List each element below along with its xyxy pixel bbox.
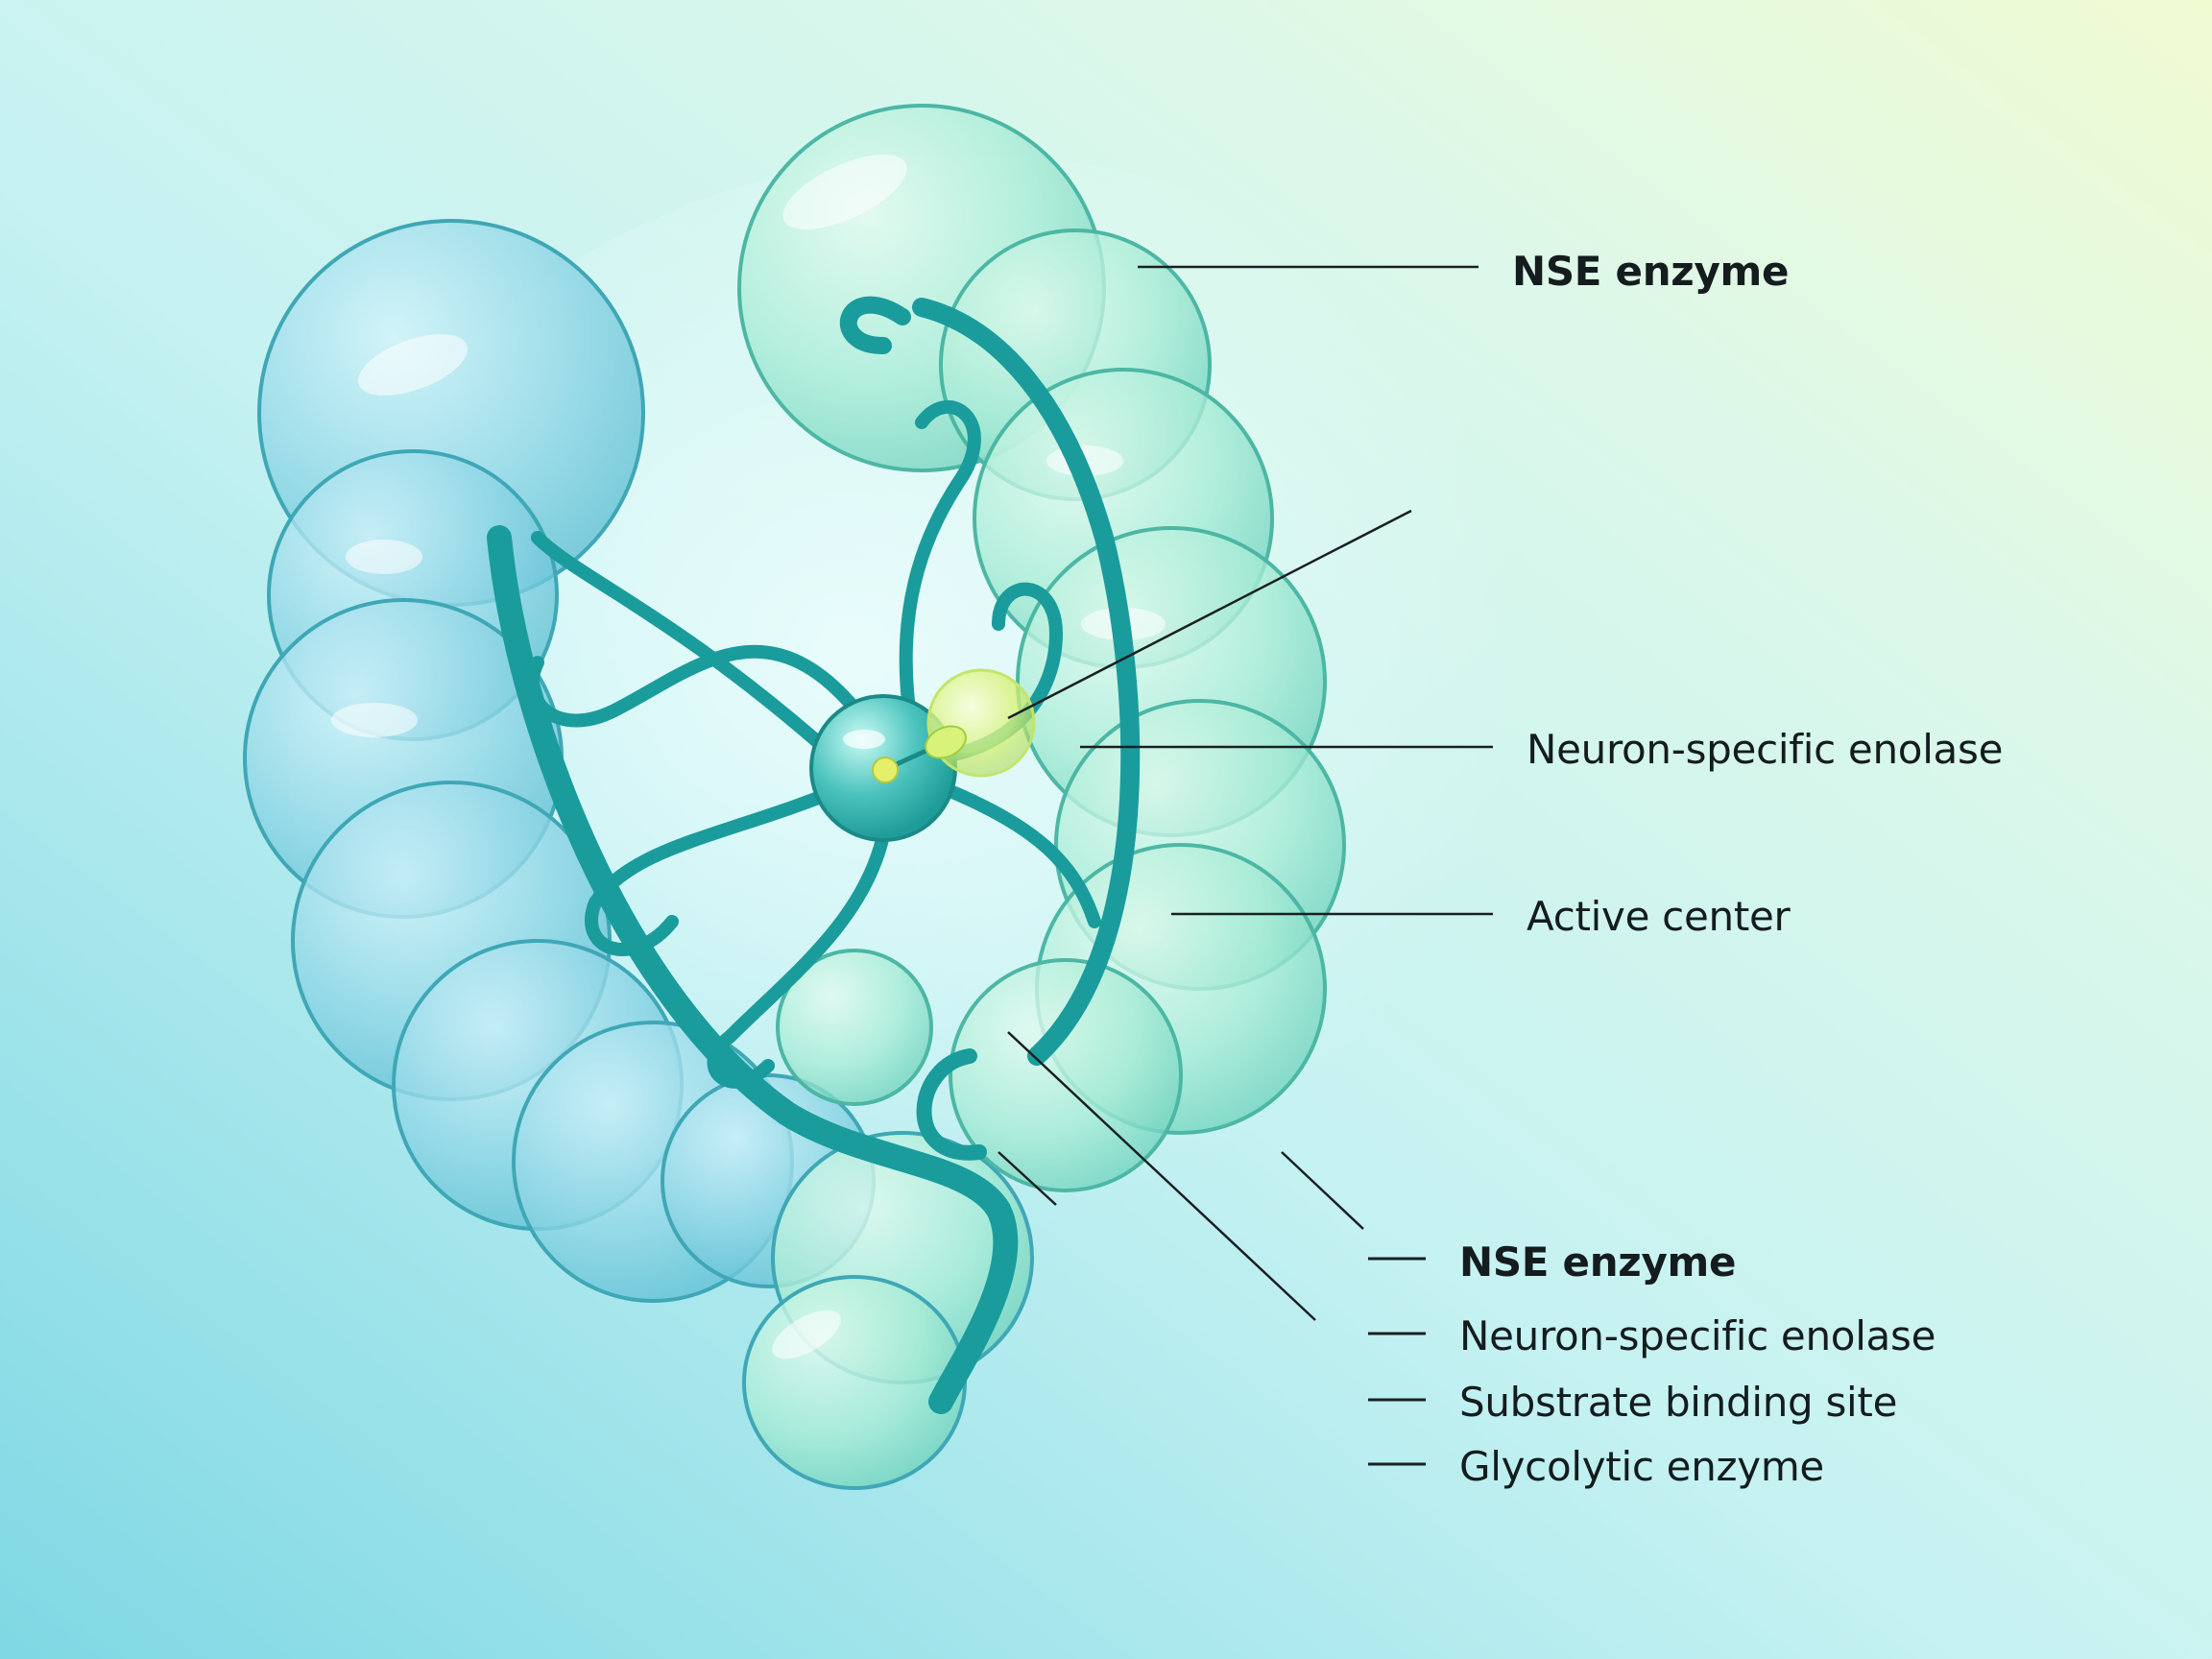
substrate-molecule: [925, 725, 967, 759]
leader-line-lower-1: [1007, 1031, 1316, 1321]
legend-item-nse-enzyme: NSE enzyme: [1459, 1238, 1737, 1286]
callout-lines: [998, 265, 1493, 1321]
leader-line-active-pocket: [1007, 509, 1412, 720]
hub-highlight: [843, 730, 885, 749]
left-domain-blue: [243, 219, 876, 1303]
leader-line-lower-2: [998, 1151, 1057, 1206]
polypeptide-backbone: [487, 296, 1141, 1414]
label-nse-enzyme: NSE enzyme: [1512, 248, 1790, 295]
leader-line-lower-3: [1281, 1151, 1364, 1230]
substrate-atom: [872, 757, 899, 783]
label-neuron-specific-enolase: Neuron-specific enolase: [1527, 726, 2004, 773]
legend-item-neuron-specific-enolase: Neuron-specific enolase: [1459, 1312, 1936, 1359]
legend-item-glycolytic-enzyme: Glycolytic enzyme: [1459, 1443, 1824, 1490]
legend-dashes: [1368, 1257, 1426, 1466]
active-site-pocket: [926, 668, 1036, 778]
label-active-center: Active center: [1527, 893, 1791, 940]
legend-item-substrate-binding-site: Substrate binding site: [1459, 1379, 1898, 1426]
